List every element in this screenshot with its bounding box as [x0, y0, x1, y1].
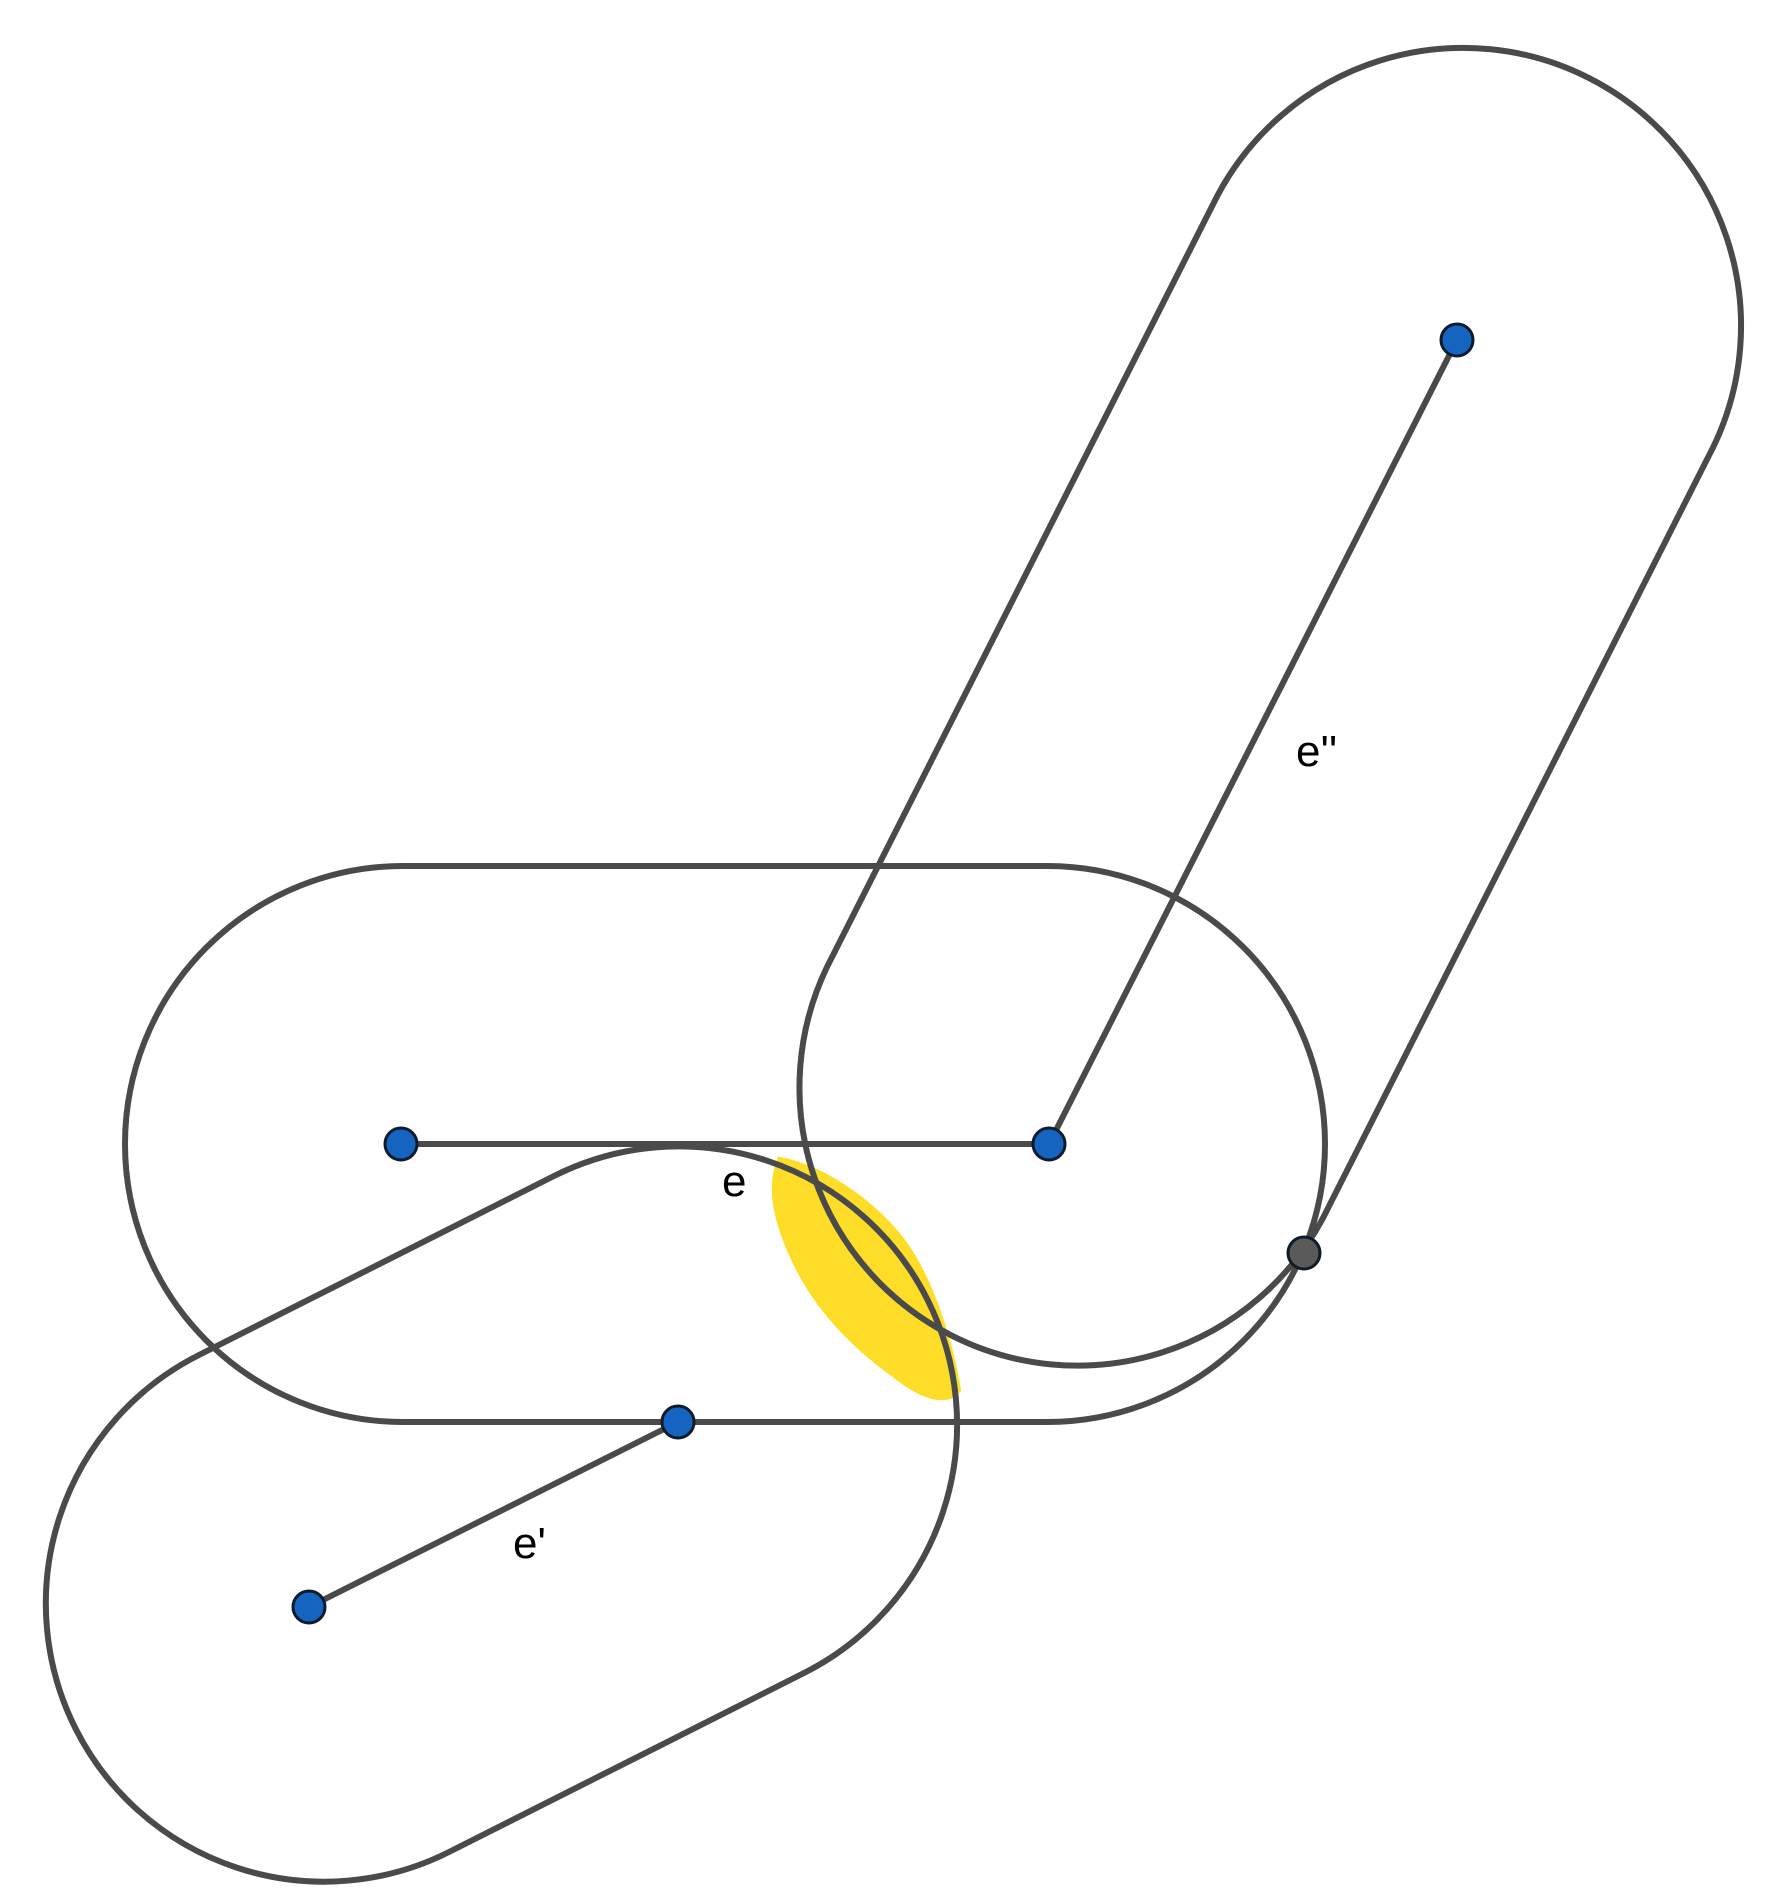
vertex-e-prime-upper-endpoint — [660, 1404, 696, 1440]
stadium-outline-e-prime — [42, 1143, 961, 1885]
vertex-e-left-endpoint — [383, 1126, 419, 1162]
segment-e-double-prime — [1046, 337, 1460, 1147]
stadium-outline-e — [122, 863, 1328, 1425]
vertex-e-prime-lower-endpoint — [291, 1589, 327, 1625]
label-e: e — [722, 1157, 746, 1206]
stadium-outline-e-double-prime — [796, 44, 1745, 1369]
segment-e-prime — [306, 1419, 681, 1610]
vertex-shared-e-e-double-prime — [1031, 1126, 1067, 1162]
vertex-e-double-prime-top-endpoint — [1439, 322, 1475, 358]
label-e-double-prime: e'' — [1296, 727, 1337, 776]
vertex-boundary-tangent-point — [1286, 1235, 1322, 1271]
label-e-prime: e' — [513, 1519, 546, 1568]
highlighted-intersection-region — [771, 1156, 962, 1401]
